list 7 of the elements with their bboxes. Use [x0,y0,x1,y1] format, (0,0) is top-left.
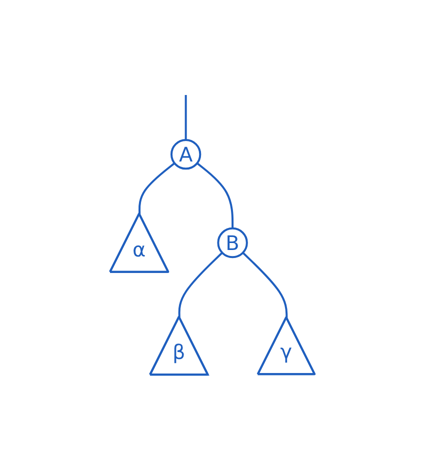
connector [138,162,176,214]
connector [242,252,288,318]
connector [185,94,187,140]
node-circle: A [170,138,202,170]
connector [178,252,224,318]
node-circle: B [217,227,248,258]
connector [196,162,234,228]
